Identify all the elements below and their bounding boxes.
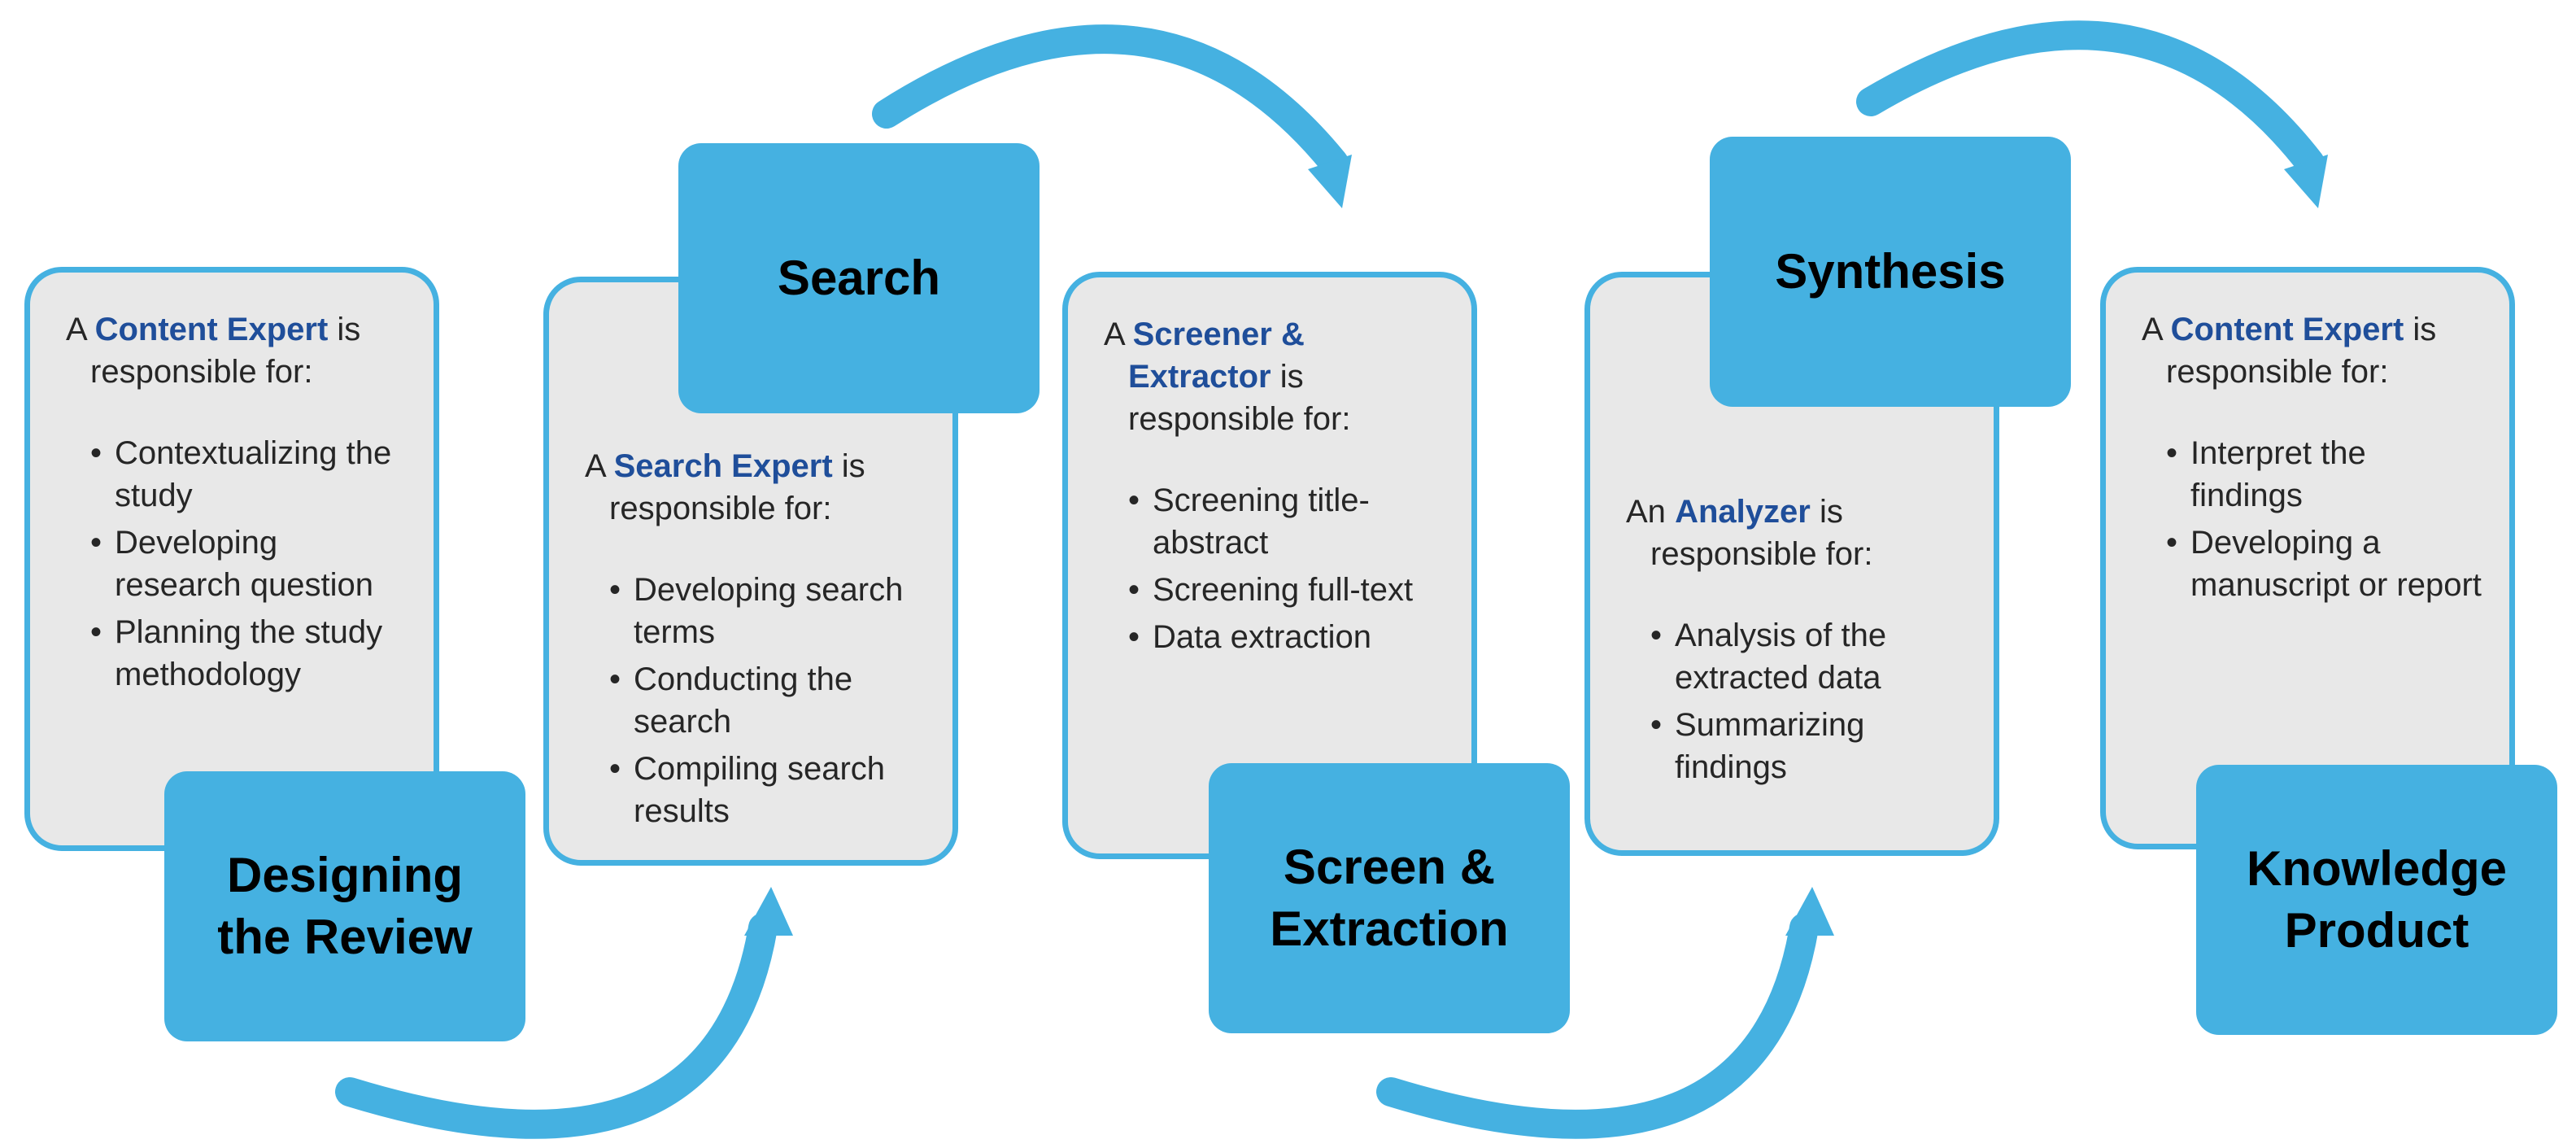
arrow-top-2 [1856,20,2325,177]
arrow-top-1 [872,24,1349,177]
arrow-head-bottom-2 [1785,887,1834,936]
list-item: Conducting the search [609,658,928,743]
list-item: Data extraction [1128,616,1447,658]
card-intro: A Content Expert is responsible for: [66,312,361,390]
list-item: Interpret the findings [2166,432,2485,517]
arrow-head-bottom-1 [744,887,793,936]
list-item: Analysis of the extracted data [1650,614,1969,699]
content-expert-card-2: A Content Expert is responsible for: Int… [2100,267,2515,849]
stage-knowledge-product: Knowledge Product [2196,765,2557,1035]
stage-search: Search [678,143,1040,413]
list-item: Planning the study methodology [90,611,409,696]
list-item: Screening title-abstract [1128,479,1447,564]
role-name: Content Expert [2170,312,2404,347]
list-item: Screening full-text [1128,569,1447,611]
responsibility-list: Contextualizing the study Developing res… [66,432,409,696]
role-name: Content Expert [94,312,329,347]
arrow-bottom-1 [335,913,778,1139]
responsibility-list: Analysis of the extracted data Summarizi… [1626,614,1969,788]
stage-synthesis: Synthesis [1710,137,2071,407]
content-expert-card: A Content Expert is responsible for: Con… [24,267,439,851]
card-intro: An Analyzer is responsible for: [1626,494,1873,572]
responsibility-list: Developing search terms Conducting the s… [585,569,928,832]
role-name: Analyzer [1675,494,1811,530]
stage-designing-the-review: Designing the Review [164,771,525,1041]
screener-extractor-card: A Screener & Extractor is responsible fo… [1062,272,1477,859]
role-name: Search Expert [613,448,833,484]
card-intro: A Search Expert is responsible for: [585,448,865,526]
arrow-bottom-2 [1376,913,1819,1139]
list-item: Developing research question [90,522,409,606]
stage-screen-extraction: Screen & Extraction [1209,763,1570,1033]
list-item: Contextualizing the study [90,432,409,517]
responsibility-list: Screening title-abstract Screening full-… [1104,479,1447,658]
role-name: Screener & Extractor [1128,316,1305,395]
list-item: Developing a manuscript or report [2166,522,2485,606]
list-item: Developing search terms [609,569,928,653]
arrow-head-top-1 [1308,155,1352,208]
list-item: Summarizing findings [1650,704,1969,788]
responsibility-list: Interpret the findings Developing a manu… [2142,432,2485,606]
card-intro: A Content Expert is responsible for: [2142,312,2437,390]
card-intro: A Screener & Extractor is responsible fo… [1104,316,1351,437]
list-item: Compiling search results [609,748,928,832]
arrow-head-top-2 [2284,155,2328,208]
